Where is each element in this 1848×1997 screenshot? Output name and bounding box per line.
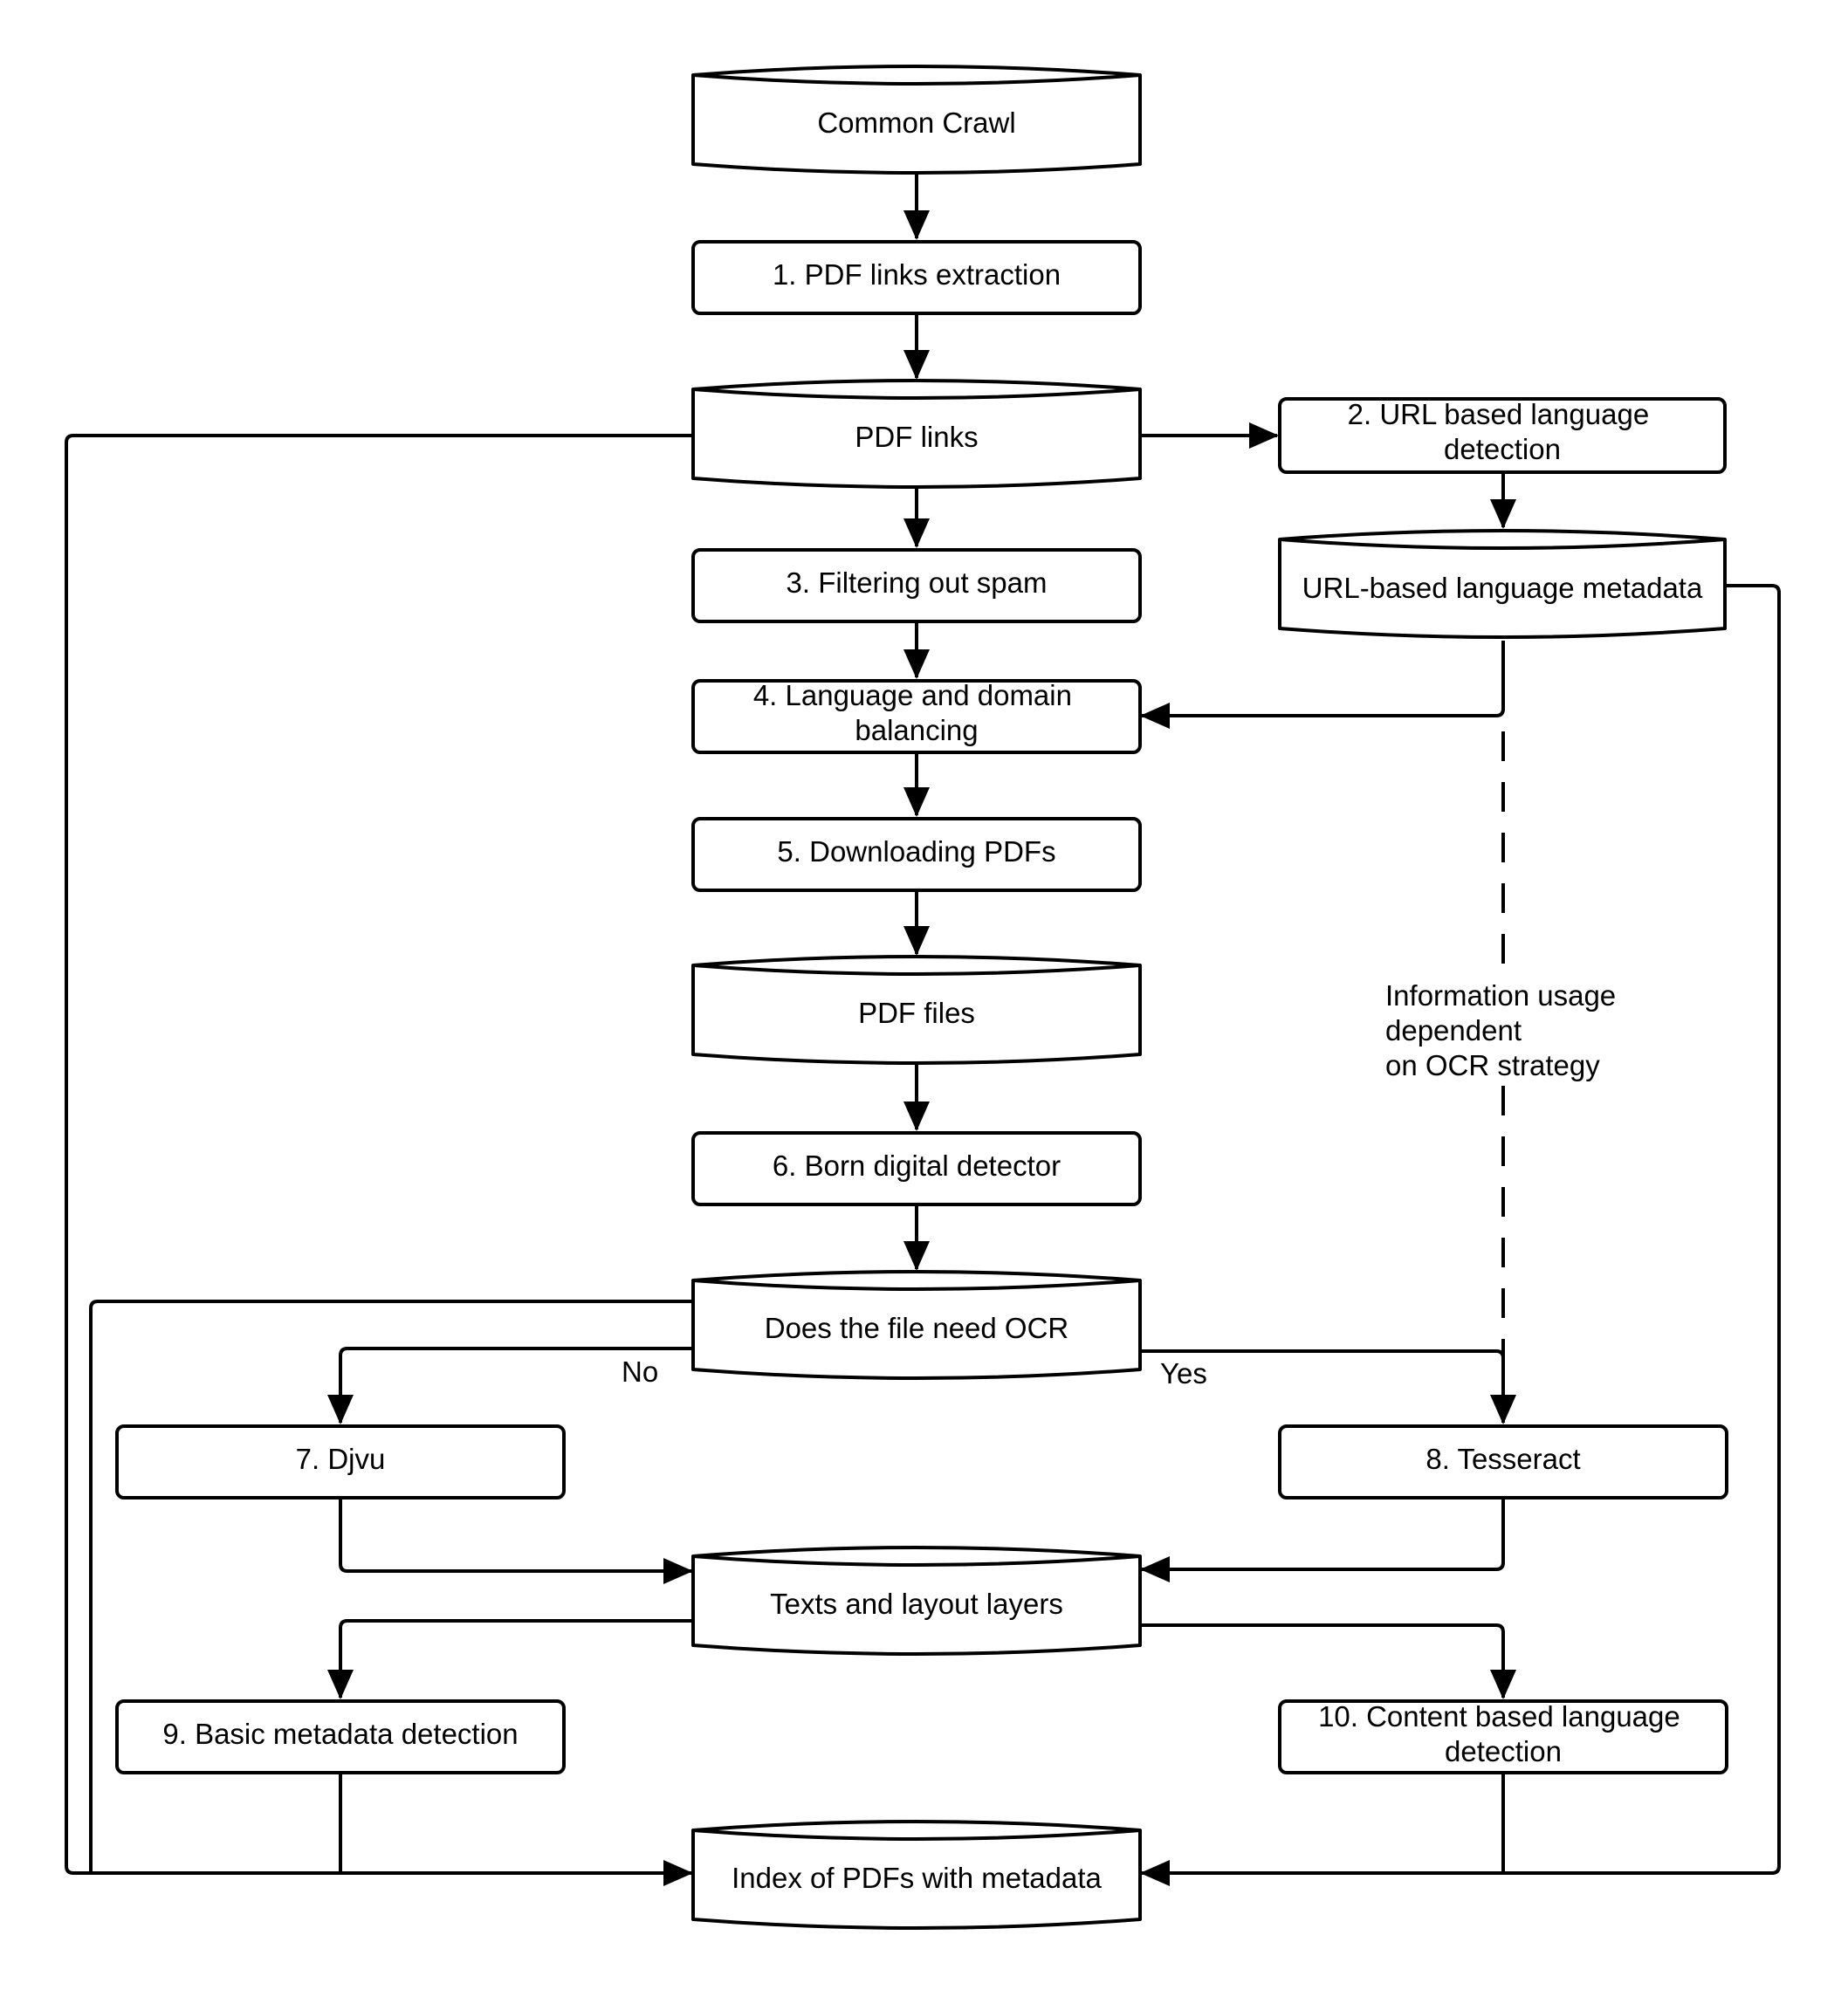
svg-text:9. Basic metadata detection: 9. Basic metadata detection — [162, 1718, 518, 1750]
node-step6-label: 6. Born digital detector — [773, 1149, 1061, 1182]
svg-text:1. PDF links extraction: 1. PDF links extraction — [773, 258, 1061, 291]
node-index-label: Index of PDFs with metadata — [732, 1862, 1102, 1894]
node-step2: 2. URL based language detection — [1278, 397, 1727, 474]
node-common-crawl: Common Crawl — [691, 65, 1142, 175]
node-texts-layers: Texts and layout layers — [691, 1546, 1142, 1656]
svg-text:Does the file need OCR: Does the file need OCR — [765, 1312, 1069, 1344]
svg-text:Information usage depend: Information usage dependent on OCR strat… — [1385, 979, 1624, 1081]
annotation-line3: on OCR strategy — [1385, 1049, 1600, 1081]
edge-need-ocr-no-to-step7 — [327, 1347, 693, 1424]
node-step8-label: 8. Tesseract — [1426, 1443, 1580, 1475]
edge-texts-to-step9 — [327, 1619, 693, 1699]
svg-text:2. URL based language: 2. URL based language detection — [1348, 398, 1658, 465]
svg-text:Texts and layout layers: Texts and layout layers — [770, 1588, 1063, 1620]
node-index: Index of PDFs with metadata — [691, 1820, 1142, 1930]
edge-texts-to-step10 — [1140, 1623, 1516, 1699]
edge-label-no: No — [622, 1355, 658, 1388]
edges — [65, 173, 1781, 1886]
edge-need-ocr-yes-to-step8 — [1140, 1349, 1516, 1424]
node-step1: 1. PDF links extraction — [691, 240, 1142, 315]
node-pdf-files-label: PDF files — [858, 997, 975, 1029]
node-step8: 8. Tesseract — [1278, 1424, 1728, 1499]
edge-url-meta-to-step4 — [1140, 641, 1505, 729]
node-step6: 6. Born digital detector — [691, 1131, 1142, 1206]
node-common-crawl-label: Common Crawl — [817, 106, 1015, 139]
annotation-line1: Information usage — [1385, 979, 1616, 1012]
svg-text:7. Djvu: 7. Djvu — [296, 1443, 386, 1475]
node-texts-layers-label: Texts and layout layers — [770, 1588, 1063, 1620]
node-pdf-files: PDF files — [691, 955, 1142, 1065]
node-step5-label: 5. Downloading PDFs — [777, 835, 1055, 868]
svg-text:PDF links: PDF links — [855, 421, 978, 453]
node-step5: 5. Downloading PDFs — [691, 817, 1142, 892]
node-step9: 9. Basic metadata detection — [115, 1699, 566, 1774]
node-step10-label-line2: detection — [1445, 1735, 1562, 1767]
node-step4: 4. Language and domain balancing — [691, 679, 1142, 754]
edge-label-yes: Yes — [1160, 1357, 1207, 1390]
edge-labels: No Yes — [622, 1355, 1207, 1390]
node-step7: 7. Djvu — [115, 1424, 566, 1499]
node-need-ocr: Does the file need OCR — [691, 1270, 1142, 1380]
node-step1-label: 1. PDF links extraction — [773, 258, 1061, 291]
node-step2-label-line1: 2. URL based language — [1348, 398, 1650, 430]
annotation-ocr-strategy: Information usage dependent on OCR strat… — [1381, 971, 1643, 1084]
svg-text:5. Downloading PDFs: 5. Downloading PDFs — [777, 835, 1055, 868]
annotation-line2: dependent — [1385, 1014, 1522, 1047]
node-step4-label-line2: balancing — [855, 714, 978, 746]
svg-text:4. Language and domain: 4. Language and domain balancing — [753, 679, 1080, 746]
node-step3-label: 3. Filtering out spam — [787, 566, 1048, 599]
node-step10: 10. Content based language detection — [1278, 1699, 1728, 1774]
node-step4-label-line1: 4. Language and domain — [753, 679, 1072, 711]
svg-text:PDF files: PDF files — [858, 997, 975, 1029]
svg-text:URL-based language metadata: URL-based language metadata — [1302, 572, 1703, 604]
edge-pdf-links-bypass-to-index — [65, 434, 693, 1875]
node-pdf-links: PDF links — [691, 379, 1142, 489]
edge-step7-to-texts — [339, 1498, 693, 1584]
node-step3: 3. Filtering out spam — [691, 548, 1142, 623]
node-pdf-links-label: PDF links — [855, 421, 978, 453]
svg-text:Common Crawl: Common Crawl — [817, 106, 1015, 139]
svg-text:6. Born digital detector: 6. Born digital detector — [773, 1149, 1061, 1182]
edge-url-meta-to-index — [1140, 584, 1781, 1886]
svg-text:3. Filtering out spam: 3. Filtering out spam — [787, 566, 1048, 599]
svg-text:10. Content based language: 10. Content based language detection — [1318, 1700, 1688, 1767]
nodes: Common Crawl 1. PDF links extraction PDF… — [115, 65, 1728, 1930]
node-url-meta-label: URL-based language metadata — [1302, 572, 1703, 604]
node-step10-label-line1: 10. Content based language — [1318, 1700, 1680, 1733]
node-url-meta: URL-based language metadata — [1278, 529, 1727, 639]
edge-step8-to-texts — [1140, 1498, 1505, 1582]
svg-text:Index of PDFs with metadata: Index of PDFs with metadata — [732, 1862, 1102, 1894]
node-need-ocr-label: Does the file need OCR — [765, 1312, 1069, 1344]
node-step7-label: 7. Djvu — [296, 1443, 386, 1475]
node-step9-label: 9. Basic metadata detection — [162, 1718, 518, 1750]
svg-text:8. Tesseract: 8. Tesseract — [1426, 1443, 1580, 1475]
edge-need-ocr-bypass-to-index — [89, 1300, 693, 1873]
node-step2-label-line2: detection — [1444, 433, 1561, 465]
